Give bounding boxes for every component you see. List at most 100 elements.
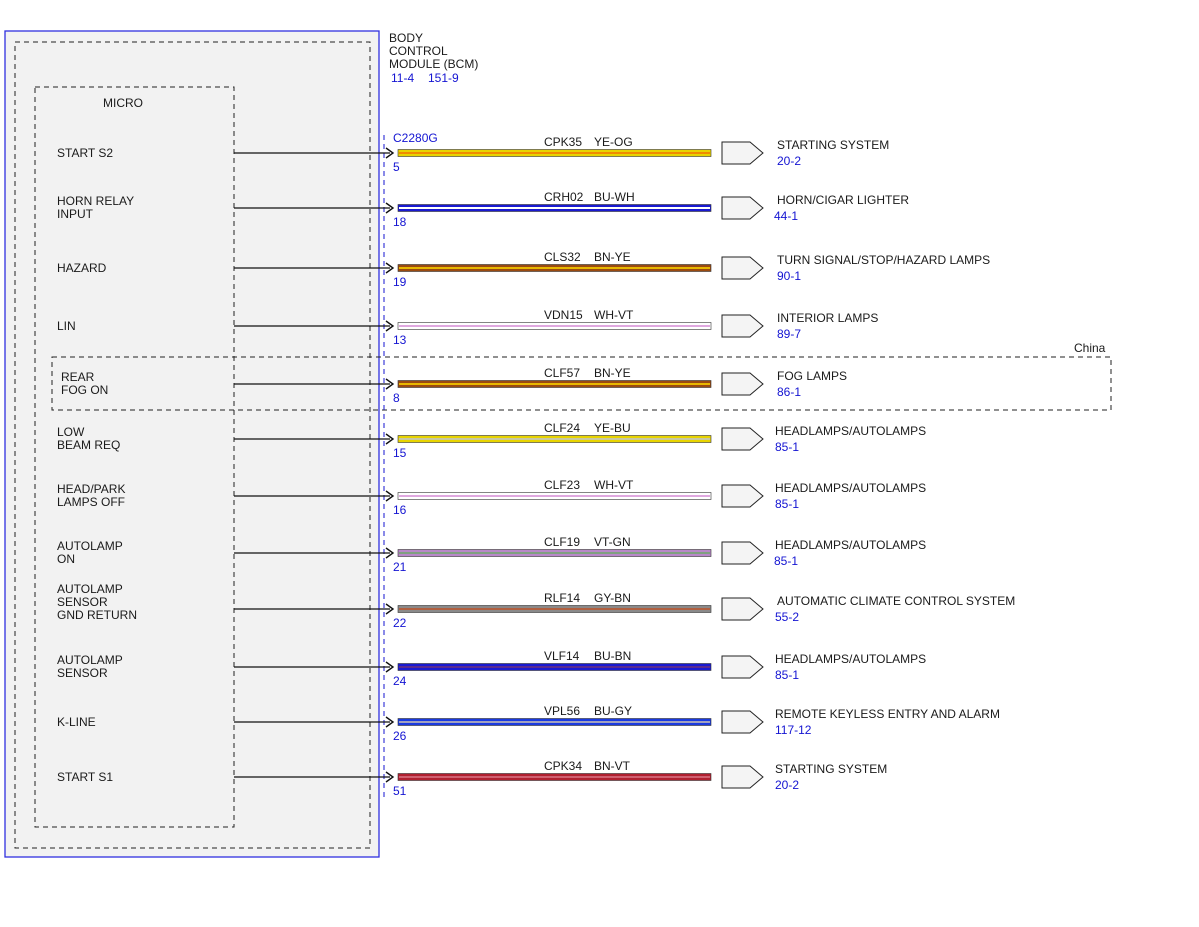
connector-arrow-icon [385,771,395,783]
connector-arrow-icon [385,661,395,673]
destination-label: FOG LAMPS [777,369,847,383]
destination-connector-icon[interactable] [721,541,764,565]
micro-input-label: AUTOLAMP SENSOR GND RETURN [57,582,137,622]
pin-number: 15 [393,446,407,460]
destination-connector-icon[interactable] [721,710,764,734]
destination-page-ref[interactable]: 85-1 [775,497,799,511]
micro-input-label: HORN RELAY INPUT [57,194,135,221]
destination-label: HEADLAMPS/AUTOLAMPS [775,481,926,495]
destination-page-ref[interactable]: 86-1 [777,385,801,399]
circuit-id: RLF14 [544,591,580,605]
connector-id: C2280G [393,131,438,145]
pin-number: 21 [393,560,407,574]
destination-connector-icon[interactable] [721,655,764,679]
bcm-inner-dashed-box [14,41,371,849]
destination-label: HEADLAMPS/AUTOLAMPS [775,652,926,666]
destination-page-ref[interactable]: 89-7 [777,327,801,341]
connector-arrow-icon [385,716,395,728]
micro-input-label: AUTOLAMP ON [57,539,123,566]
china-region-box [51,356,1112,411]
destination-connector-icon[interactable] [721,314,764,338]
destination-connector-icon[interactable] [721,427,764,451]
pin-number: 22 [393,616,407,630]
connector-arrow-icon [385,433,395,445]
destination-page-ref[interactable]: 117-12 [775,723,812,737]
wire-color-code: BN-YE [594,366,631,380]
wire-color-code: GY-BN [594,591,631,605]
circuit-row: 5 CPK35 YE-OG STARTING SYSTEM 20-2 [234,135,889,174]
connector-arrow-icon [385,490,395,502]
micro-input-label: START S1 [57,769,114,784]
circuit-id: CRH02 [544,190,584,204]
destination-page-ref[interactable]: 20-2 [775,778,799,792]
destination-connector-icon[interactable] [721,597,764,621]
destination-connector-icon[interactable] [721,484,764,508]
destination-page-ref[interactable]: 85-1 [775,440,799,454]
pin-number: 19 [393,275,407,289]
connector-arrow-icon [385,262,395,274]
pin-number: 26 [393,729,407,743]
micro-input-label: AUTOLAMP SENSOR [57,653,123,680]
connector-arrow-icon [385,378,395,390]
micro-input-label: START S2 [57,145,114,160]
wire-color-code: BN-YE [594,250,631,264]
micro-input-label: HAZARD [57,260,107,275]
wire-color-code: VT-GN [594,535,631,549]
micro-label: MICRO [103,96,143,110]
connector-arrow-icon [385,320,395,332]
module-ref-2[interactable]: 151-9 [428,71,459,85]
destination-page-ref[interactable]: 85-1 [775,668,799,682]
bcm-module-box [4,30,380,858]
pin-number: 5 [393,160,400,174]
destination-connector-icon[interactable] [721,372,764,396]
circuit-id: CLF57 [544,366,580,380]
wire-color-code: BN-VT [594,759,631,773]
connector-arrow-icon [385,603,395,615]
wire-color-code: WH-VT [594,308,634,322]
micro-input-label: LOW BEAM REQ [57,425,121,452]
destination-label: STARTING SYSTEM [775,762,887,776]
destination-label: AUTOMATIC CLIMATE CONTROL SYSTEM [777,594,1015,608]
destination-page-ref[interactable]: 55-2 [775,610,799,624]
destination-connector-icon[interactable] [721,196,764,220]
pin-number: 24 [393,674,407,688]
circuit-id: CLS32 [544,250,581,264]
destination-page-ref[interactable]: 20-2 [777,154,801,168]
pin-number: 18 [393,215,407,229]
destination-label: INTERIOR LAMPS [777,311,878,325]
china-region-label: China [1074,341,1106,355]
destination-label: STARTING SYSTEM [777,138,889,152]
pin-number: 16 [393,503,407,517]
module-name: BODY CONTROL MODULE (BCM) [389,31,479,71]
connector-arrow-icon [385,147,395,159]
circuit-id: VDN15 [544,308,583,322]
micro-input-label: LIN [57,318,76,333]
destination-connector-icon[interactable] [721,141,764,165]
micro-dashed-box [34,86,235,828]
circuit-id: CLF24 [544,421,580,435]
destination-page-ref[interactable]: 85-1 [774,554,798,568]
destination-page-ref[interactable]: 90-1 [777,269,801,283]
destination-connector-icon[interactable] [721,256,764,280]
destination-connector-icon[interactable] [721,765,764,789]
module-ref-1[interactable]: 11-4 [391,71,415,85]
destination-label: REMOTE KEYLESS ENTRY AND ALARM [775,707,1000,721]
circuit-id: CPK35 [544,135,582,149]
destination-page-ref[interactable]: 44-1 [774,209,798,223]
wire-color-code: BU-GY [594,704,632,718]
wire-color-code: YE-OG [594,135,633,149]
micro-input-label: K-LINE [57,714,96,729]
circuit-id: CPK34 [544,759,582,773]
